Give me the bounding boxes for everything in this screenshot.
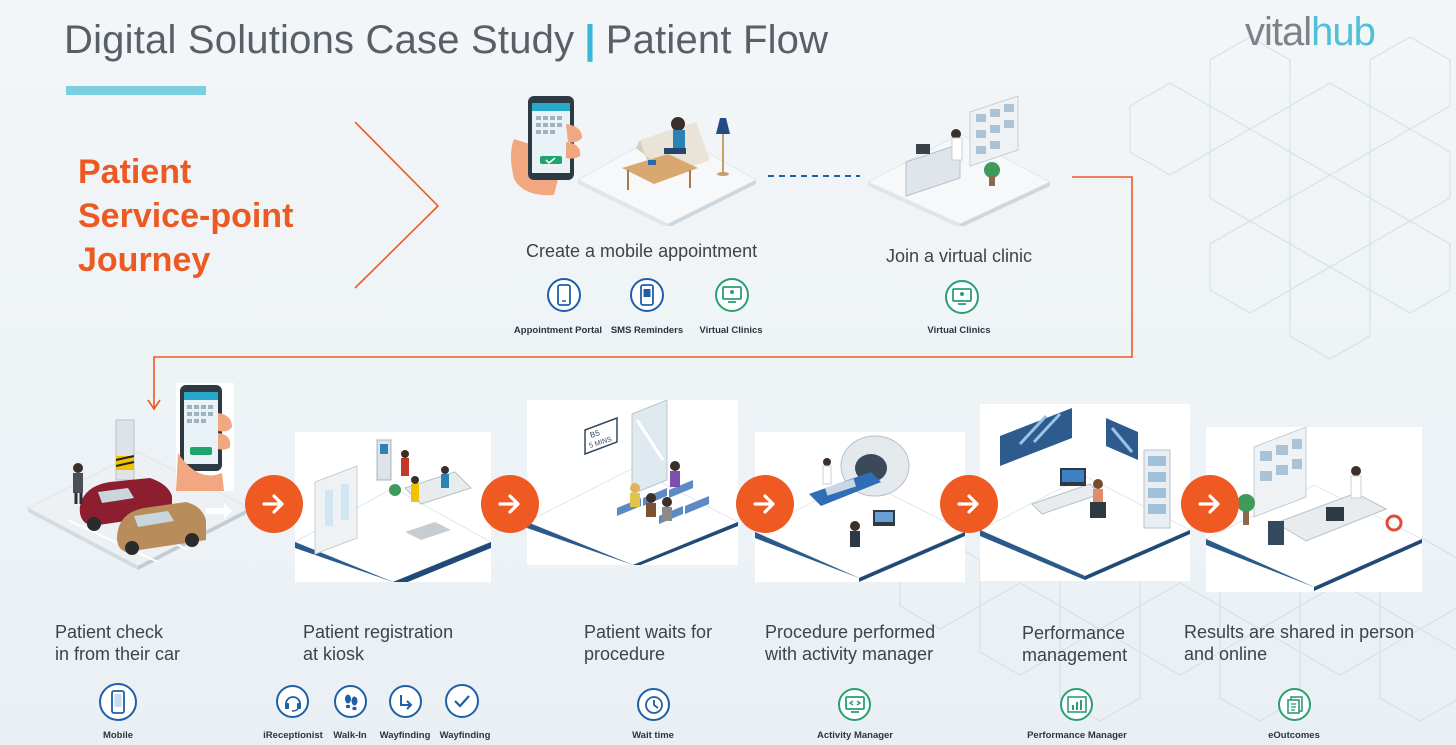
icon-label-ireceptionist: iReceptionist	[263, 730, 323, 741]
sms-phone-icon	[630, 278, 664, 312]
journey-heading: Patient Service-point Journey	[78, 150, 293, 282]
results-shared-illustration	[1206, 427, 1422, 592]
step-label-check-in-line2: in from their car	[55, 644, 181, 664]
step-label-registration-line2: at kiosk	[303, 644, 365, 664]
footprints-icon	[334, 685, 367, 718]
flow-arrow-2	[481, 475, 539, 533]
phone-in-hand-illustration-2	[176, 383, 234, 491]
flow-arrow-4	[940, 475, 998, 533]
vitalhub-logo: vitalhub	[1245, 10, 1376, 55]
step-label-performance-line1: Performance	[1022, 623, 1126, 643]
icon-label-mobile: Mobile	[102, 730, 134, 741]
monitor-icon	[715, 278, 749, 312]
monitor-icon	[945, 280, 979, 314]
step-label-waits: Patient waits for procedure	[584, 621, 712, 665]
icon-label-virtual-clinics: Virtual Clinics	[699, 325, 763, 336]
icon-label-sms-reminders: SMS Reminders	[610, 325, 684, 336]
flow-arrow-1	[245, 475, 303, 533]
clock-icon	[637, 688, 670, 721]
performance-room-illustration	[980, 404, 1190, 581]
title-underline	[66, 86, 206, 95]
step-label-results-line2: and online	[1184, 644, 1268, 664]
arrow-right-icon	[957, 494, 979, 514]
headset-icon	[276, 685, 309, 718]
step-label-performance: Performance management	[1022, 622, 1127, 666]
smartphone-icon	[99, 683, 137, 721]
step-label-join-virtual-clinic: Join a virtual clinic	[886, 246, 1033, 266]
logo-part-vital: vital	[1245, 10, 1312, 54]
living-room-illustration	[578, 117, 756, 226]
kiosk-registration-illustration	[295, 432, 491, 582]
logo-part-hub: hub	[1311, 10, 1376, 54]
icon-label-wayfinding-1: Wayfinding	[379, 730, 431, 741]
title-right: Patient Flow	[605, 18, 829, 62]
title-left: Digital Solutions Case Study	[64, 18, 575, 62]
step-label-create-appointment: Create a mobile appointment	[526, 241, 758, 261]
chevron-arrow	[354, 121, 440, 289]
journey-line-3: Journey	[78, 241, 211, 279]
step-label-procedure-line2: with activity manager	[765, 644, 934, 664]
page-title: Digital Solutions Case Study|Patient Flo…	[64, 18, 828, 63]
icon-label-wait-time: Wait time	[632, 730, 674, 741]
icon-label-performance-manager: Performance Manager	[1027, 730, 1127, 741]
waiting-room-illustration: B5 5 MINS	[527, 400, 738, 565]
step-label-procedure-line1: Procedure performed	[765, 622, 936, 642]
flow-arrowhead	[147, 399, 161, 411]
step-label-results: Results are shared in person and online	[1184, 621, 1414, 665]
wait-sign-line1: B5	[589, 428, 602, 440]
arrow-right-icon	[753, 494, 775, 514]
step-label-results-line1: Results are shared in person	[1184, 622, 1415, 642]
icon-label-wayfinding-2: Wayfinding	[439, 730, 491, 741]
check-icon	[445, 684, 479, 718]
arrow-right-icon	[1198, 494, 1220, 514]
monitor-icon	[838, 688, 871, 721]
bar-chart-icon	[1060, 688, 1093, 721]
title-separator: |	[584, 18, 596, 62]
step-label-procedure: Procedure performed with activity manage…	[765, 621, 935, 665]
icon-label-eoutcomes: eOutcomes	[1268, 730, 1320, 741]
arrow-right-icon	[262, 494, 284, 514]
step-label-waits-line2: procedure	[584, 644, 666, 664]
documents-icon	[1278, 688, 1311, 721]
step-label-performance-line2: management	[1022, 645, 1128, 665]
step-label-registration-line1: Patient registration	[303, 622, 454, 642]
icon-label-virtual-clinics-2: Virtual Clinics	[927, 325, 991, 336]
arrow-right-icon	[498, 494, 520, 514]
journey-line-1: Patient	[78, 153, 192, 191]
step-label-check-in: Patient check in from their car	[55, 621, 180, 665]
step-label-check-in-line1: Patient check	[55, 622, 164, 642]
turn-arrow-icon	[389, 685, 422, 718]
flow-arrow-5	[1181, 475, 1239, 533]
icon-label-walk-in: Walk-In	[333, 730, 367, 741]
flow-line	[153, 176, 1133, 408]
step-label-registration: Patient registration at kiosk	[303, 621, 453, 665]
phone-in-hand-illustration	[511, 96, 582, 196]
smartphone-icon	[547, 278, 581, 312]
step-label-waits-line1: Patient waits for	[584, 622, 713, 642]
icon-label-appointment-portal: Appointment Portal	[513, 325, 603, 336]
journey-line-2: Service-point	[78, 197, 294, 235]
icon-label-activity-manager: Activity Manager	[816, 730, 894, 741]
virtual-clinic-illustration	[868, 96, 1050, 226]
flow-arrow-3	[736, 475, 794, 533]
